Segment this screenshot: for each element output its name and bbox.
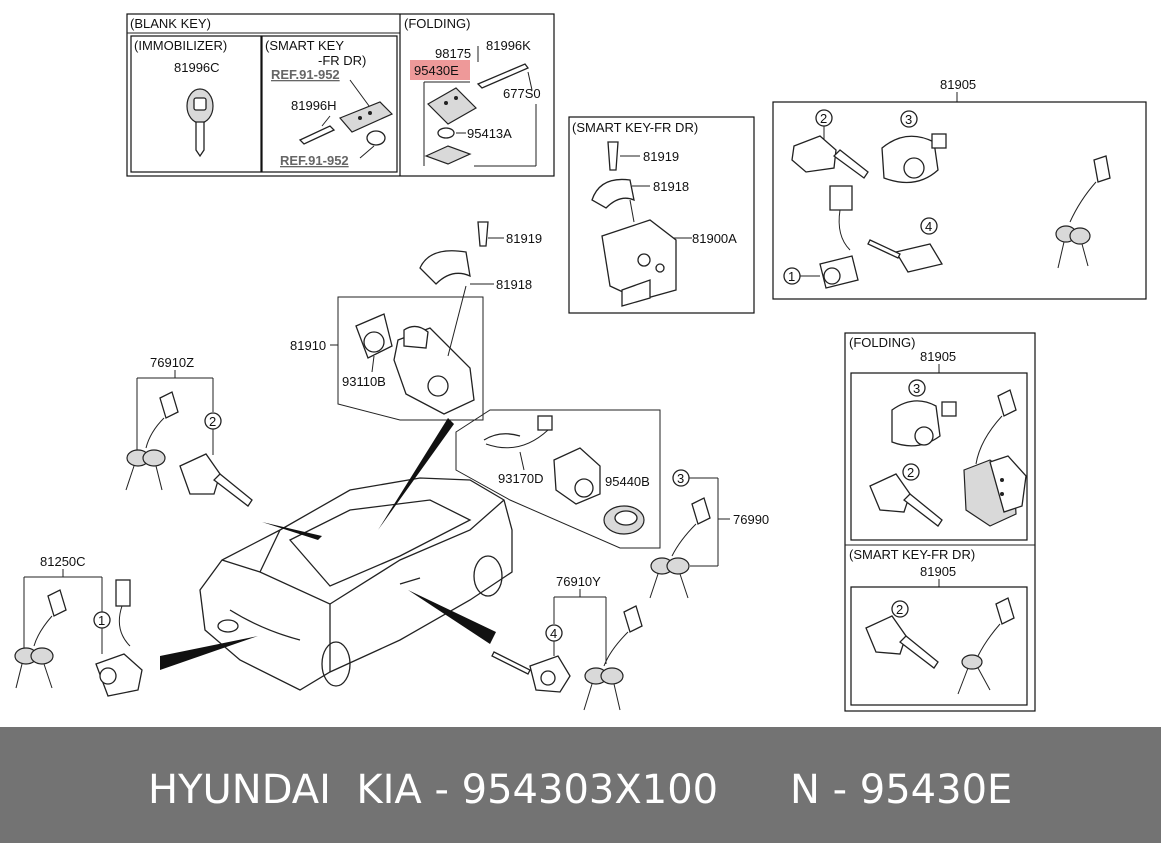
ignition-lock-assembly-icon: [601, 219, 677, 307]
part-76910Z: 76910Z: [150, 355, 194, 370]
lock-76910Z-group: 76910Z 2: [125, 355, 253, 507]
folding-label-right: (FOLDING): [849, 335, 915, 350]
folding-key-fob-icon: [427, 87, 477, 125]
blank-key-label: (BLANK KEY): [130, 16, 211, 31]
oem-part-number: N - 95430E: [790, 767, 1013, 813]
ignition-cylinder-icon: [355, 313, 393, 359]
part-76910Y: 76910Y: [556, 574, 601, 589]
immobilizer-key-icon: [186, 88, 214, 158]
part-81910: 81910: [290, 338, 326, 353]
part-93110B: 93110B: [342, 374, 386, 389]
smart-key-fr-dr-label: (SMART KEY-FR DR): [572, 120, 698, 135]
blank-key-group: (BLANK KEY) (IMMOBILIZER) 81996C (SMART …: [126, 13, 555, 177]
cylinder-95440B-group: 93170D 95440B 3 76990: [455, 409, 769, 599]
part-95440B: 95440B: [605, 474, 650, 489]
smart-key-label-2: -FR DR): [318, 53, 366, 68]
part-81919-b: 81919: [506, 231, 542, 246]
key-pair-icon-top: [1055, 155, 1111, 269]
callout-2-right: 2: [907, 465, 914, 480]
callout-4-bottom: 4: [550, 626, 557, 641]
part-number-banner: HYUNDAI KIA - 954303X100 N - 95430E: [0, 727, 1161, 843]
part-81905-c: 81905: [920, 564, 956, 579]
part-677S0: 677S0: [503, 86, 541, 101]
smart-key-label-1: (SMART KEY: [265, 38, 344, 53]
callout-3-mid: 3: [677, 471, 684, 486]
smart-key-fr-dr-label-right: (SMART KEY-FR DR): [849, 547, 975, 562]
part-81918-b: 81918: [496, 277, 532, 292]
trunk-cylinder-icon: [95, 653, 143, 697]
key-pair-icon-right: [957, 597, 1015, 695]
door-cylinder-icon-left: [179, 453, 253, 507]
folding-81905-group: (FOLDING) 81905 3 2 (SMART KEY-FR DR) 81…: [844, 332, 1036, 712]
part-81996C: 81996C: [174, 60, 220, 75]
brand-part-number: HYUNDAI KIA - 954303X100: [148, 767, 719, 813]
callout-2-top: 2: [820, 111, 827, 126]
immobilizer-label: (IMMOBILIZER): [134, 38, 227, 53]
pointer-wedge-trunk: [160, 636, 258, 670]
pointer-wedge-roof: [262, 522, 322, 540]
coin-battery-icon: [366, 130, 386, 146]
part-93170D: 93170D: [498, 471, 544, 486]
part-81250C: 81250C: [40, 554, 86, 569]
steering-lock-icon: [393, 325, 475, 415]
smart-key-fob-icon: [298, 101, 394, 145]
part-81905-a: 81905: [940, 77, 976, 92]
callout-4-top: 4: [925, 219, 932, 234]
part-81900A: 81900A: [692, 231, 737, 246]
key-pair-icon-left: [125, 391, 179, 491]
car-illustration: [199, 477, 513, 691]
parts-diagram: (BLANK KEY) (IMMOBILIZER) 81996C (SMART …: [14, 13, 1147, 712]
callout-2-right-b: 2: [896, 602, 903, 617]
key-pair-icon-bottom: [583, 605, 643, 711]
lock-set-81905-group: 81905 2 3 1 4: [772, 77, 1147, 300]
pointer-wedge-door: [408, 590, 496, 644]
ignition-81910-group: 81919 81918 81910 93110B: [290, 221, 542, 421]
part-98175: 98175: [435, 46, 471, 61]
callout-1-top: 1: [788, 269, 795, 284]
part-81919-a: 81919: [643, 149, 679, 164]
trunk-lock-81250C-group: 81250C 1: [14, 554, 143, 697]
lock-76910Y-group: 76910Y 4: [491, 574, 643, 711]
door-cylinder-icon-bottom: [491, 651, 571, 693]
highlight-95430E: [410, 60, 470, 80]
door-cylinder-icon: [881, 133, 947, 184]
door-cylinder-icon-right: [891, 400, 957, 447]
callout-3-right: 3: [913, 381, 920, 396]
part-81996K: 81996K: [486, 38, 531, 53]
callout-2-left: 2: [209, 414, 216, 429]
key-pair-icon-mid: [649, 497, 711, 599]
lock-cylinder-icon-mid: [553, 447, 601, 505]
part-81905-b: 81905: [920, 349, 956, 364]
part-81996H: 81996H: [291, 98, 337, 113]
ref-91-952-top: REF.91-952: [271, 67, 340, 82]
part-95430E: 95430E: [414, 63, 459, 78]
folding-key-icon-right: [963, 389, 1027, 527]
key-pair-icon-81250C: [14, 589, 67, 689]
part-81918-a: 81918: [653, 179, 689, 194]
smart-key-fr-dr-group: (SMART KEY-FR DR) 81919 81918 81900A: [568, 116, 755, 314]
callout-3-top: 3: [905, 112, 912, 127]
pointer-wedge-ignition: [378, 418, 454, 530]
part-95413A: 95413A: [467, 126, 512, 141]
ref-91-952-bottom: REF.91-952: [280, 153, 349, 168]
callout-1-left: 1: [98, 613, 105, 628]
folding-label: (FOLDING): [404, 16, 470, 31]
part-76990: 76990: [733, 512, 769, 527]
